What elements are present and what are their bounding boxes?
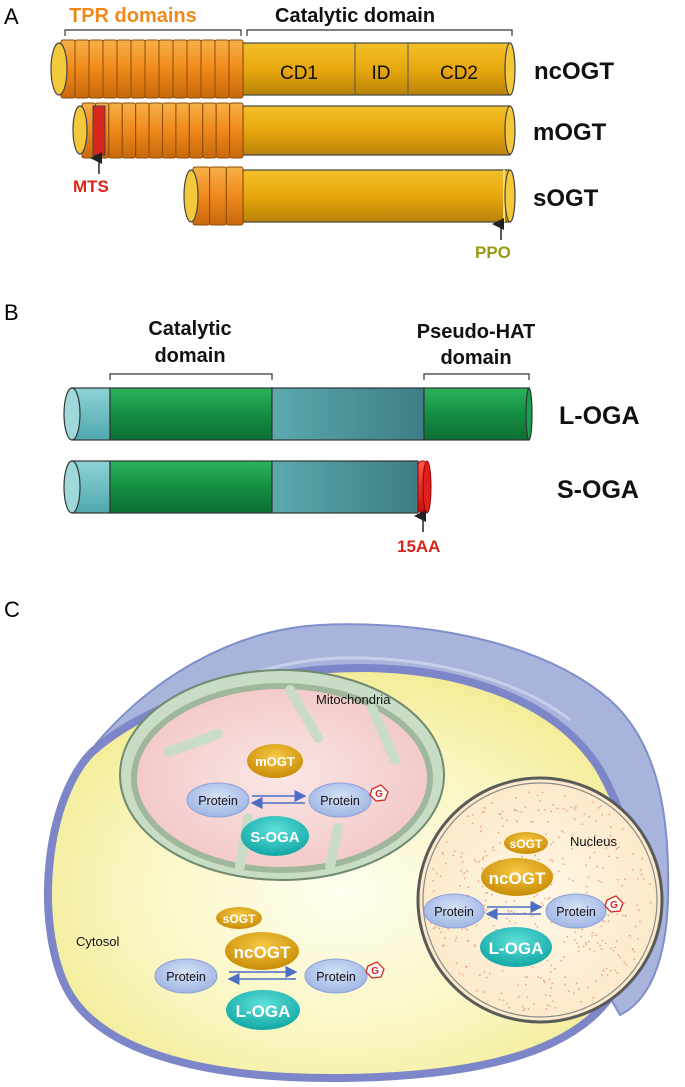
- cytosol-label: Cytosol: [76, 934, 119, 949]
- svg-text:sOGT: sOGT: [510, 837, 543, 851]
- tpr-repeat: [209, 166, 227, 226]
- panel-b-letter: B: [4, 300, 19, 325]
- glcnac-hexagon-icon: [369, 784, 389, 802]
- tpr-repeat: [121, 102, 137, 159]
- svg-text:mOGT: mOGT: [255, 754, 295, 769]
- id-label: ID: [372, 63, 391, 84]
- mogt-label: mOGT: [533, 119, 607, 146]
- svg-text:sOGT: sOGT: [223, 912, 256, 926]
- tpr-repeat: [202, 102, 217, 159]
- catalytic-bracket-a: [246, 29, 513, 36]
- svg-text:G: G: [371, 966, 379, 977]
- catalytic-label-b-2: domain: [154, 345, 225, 367]
- svg-text:Protein: Protein: [198, 794, 238, 808]
- svg-text:G: G: [375, 789, 383, 800]
- panel-a-letter: A: [4, 4, 19, 29]
- mito-oga: S-OGA: [241, 816, 309, 856]
- tpr-repeat: [215, 102, 231, 159]
- tpr-repeat: [135, 102, 150, 159]
- ncogt-protein: CD1 ID CD2: [50, 39, 516, 99]
- aa15-label: 15AA: [397, 537, 440, 556]
- pseudo-hat-bracket: [423, 373, 530, 380]
- tpr-bracket: [64, 29, 242, 36]
- tpr-repeat: [148, 102, 163, 159]
- svg-text:Protein: Protein: [166, 970, 206, 984]
- tpr-repeat: [225, 166, 244, 226]
- tpr-repeat: [88, 39, 104, 99]
- tpr-repeat: [175, 102, 190, 159]
- mogt-protein: [72, 102, 516, 159]
- sogt-protein: [183, 166, 516, 226]
- nuc-protein-glcnac: Protein G: [545, 893, 624, 929]
- loga-protein: [63, 387, 533, 441]
- tpr-repeat: [172, 39, 188, 99]
- glcnac-hexagon-icon: [604, 895, 624, 913]
- mito-ogt: mOGT: [247, 744, 303, 778]
- tpr-repeat: [130, 39, 146, 99]
- tpr-domains-label: TPR domains: [69, 5, 197, 27]
- tpr-repeat: [162, 102, 177, 159]
- tpr-repeat: [228, 39, 244, 99]
- svg-text:Protein: Protein: [320, 794, 360, 808]
- cyto-protein-glcnac: Protein G: [304, 958, 385, 994]
- svg-text:L-OGA: L-OGA: [489, 939, 544, 958]
- pseudo-hat-label-1: Pseudo-HAT: [417, 321, 536, 343]
- panel-c-letter: C: [4, 597, 20, 622]
- nuc-arrows: [485, 901, 543, 920]
- nucleus-label: Nucleus: [570, 834, 617, 849]
- tpr-repeat: [116, 39, 132, 99]
- tpr-repeat: [102, 39, 118, 99]
- cyto-arrows: [227, 966, 298, 985]
- svg-text:Protein: Protein: [556, 905, 596, 919]
- loga-label: L-OGA: [559, 402, 640, 430]
- sogt-label: sOGT: [533, 185, 599, 212]
- tpr-repeat: [158, 39, 174, 99]
- nuc-ncogt: ncOGT: [481, 858, 553, 896]
- svg-text:G: G: [610, 900, 618, 911]
- tpr-repeat: [214, 39, 230, 99]
- nuc-protein: Protein: [423, 893, 485, 929]
- catalytic-bracket-b: [109, 373, 273, 380]
- cd2-label: CD2: [440, 63, 478, 84]
- nuc-sogt: sOGT: [504, 832, 548, 854]
- svg-text:Protein: Protein: [316, 970, 356, 984]
- svg-text:ncOGT: ncOGT: [234, 943, 291, 962]
- tpr-repeat: [200, 39, 216, 99]
- mito-protein: Protein: [186, 782, 250, 818]
- soga-protein: [63, 460, 432, 514]
- nucleus: [416, 776, 664, 1024]
- catalytic-label-b-1: Catalytic: [148, 318, 231, 340]
- cyto-protein: Protein: [154, 958, 218, 994]
- svg-text:S-OGA: S-OGA: [250, 829, 299, 846]
- svg-text:L-OGA: L-OGA: [236, 1002, 291, 1021]
- tpr-repeat: [108, 102, 123, 159]
- ppo-label: PPO: [475, 243, 511, 262]
- tpr-repeat: [186, 39, 202, 99]
- cyto-oga: L-OGA: [226, 990, 300, 1030]
- svg-text:Protein: Protein: [434, 905, 474, 919]
- cyto-sogt: sOGT: [216, 907, 262, 929]
- tpr-repeat: [188, 102, 204, 159]
- mito-arrows: [250, 790, 307, 809]
- tpr-repeat: [74, 39, 90, 99]
- soga-label: S-OGA: [557, 476, 639, 504]
- tpr-repeat: [229, 102, 244, 159]
- catalytic-domain-label-a: Catalytic domain: [275, 5, 435, 27]
- mts-segment: [92, 105, 106, 156]
- pseudo-hat-label-2: domain: [440, 347, 511, 369]
- cyto-ncogt: ncOGT: [225, 932, 299, 970]
- svg-text:ncOGT: ncOGT: [489, 869, 546, 888]
- cd1-label: CD1: [280, 63, 318, 84]
- mitochondria-label: Mitochondria: [316, 692, 391, 707]
- tpr-repeat: [144, 39, 160, 99]
- glcnac-hexagon-icon: [365, 961, 385, 979]
- mts-label: MTS: [73, 177, 109, 196]
- nuc-oga: L-OGA: [480, 927, 552, 967]
- ncogt-label: ncOGT: [534, 58, 614, 85]
- mito-protein-glcnac: Protein G: [308, 782, 389, 818]
